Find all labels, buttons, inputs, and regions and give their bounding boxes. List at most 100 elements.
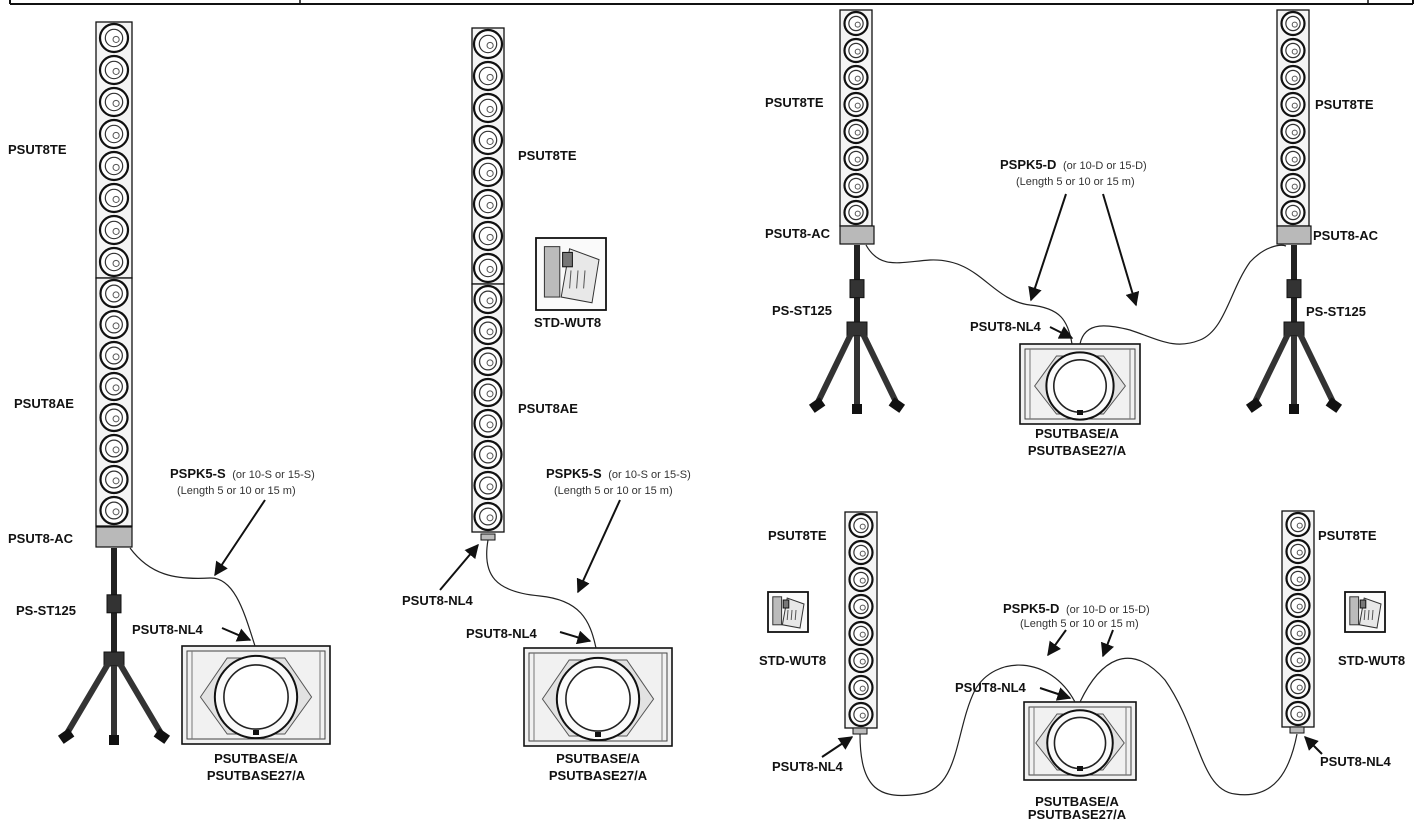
cable-alt: (or 10-D or 15-D) bbox=[1066, 604, 1150, 616]
driver-cap bbox=[1291, 210, 1298, 217]
bracket-slot bbox=[790, 609, 793, 621]
label-cable: PSPK5-D (or 10-D or 15-D) bbox=[1003, 601, 1150, 616]
stand-leg bbox=[1251, 332, 1291, 406]
adapter-block bbox=[95, 526, 133, 548]
cable-arrow-right bbox=[1102, 193, 1140, 307]
label-cable: PSPK5-S (or 10-S or 15-S) bbox=[546, 466, 691, 481]
driver-cap bbox=[486, 514, 494, 522]
speaker-cable-right bbox=[1079, 657, 1298, 796]
driver-cap bbox=[859, 712, 866, 719]
driver-cap bbox=[112, 508, 120, 516]
driver-cap bbox=[486, 390, 494, 398]
cable-alt: (or 10-S or 15-S) bbox=[608, 469, 691, 481]
cable-alt: (or 10-D or 15-D) bbox=[1063, 160, 1147, 172]
stand-clamp bbox=[106, 594, 122, 614]
right-speaker-column bbox=[1276, 9, 1310, 227]
driver-cap bbox=[112, 353, 120, 361]
driver-cap bbox=[486, 483, 494, 491]
driver-cap bbox=[112, 477, 120, 485]
connector-arrow-top bbox=[439, 543, 479, 591]
driver-cap bbox=[486, 328, 494, 336]
driver-cap bbox=[1296, 603, 1303, 610]
stand-foot bbox=[888, 397, 906, 413]
label-connector: PSUT8-NL4 bbox=[955, 680, 1027, 695]
adapter-block-left bbox=[839, 225, 875, 245]
label-connector: PSUT8-NL4 bbox=[970, 319, 1042, 334]
label-left-top-speaker: PSUT8TE bbox=[765, 95, 824, 110]
cable-arrow-left bbox=[1028, 193, 1067, 302]
label-adapter: PSUT8-AC bbox=[8, 531, 74, 546]
right-speaker-column bbox=[1281, 510, 1315, 728]
driver-cap bbox=[1291, 102, 1298, 109]
driver-cap bbox=[854, 21, 861, 28]
driver-cap bbox=[112, 99, 120, 107]
driver-cap bbox=[112, 415, 120, 423]
label-sub-1: PSUTBASE/A bbox=[1035, 426, 1119, 441]
driver-cap bbox=[859, 685, 866, 692]
driver-cap bbox=[859, 577, 866, 584]
label-cable: PSPK5-D (or 10-D or 15-D) bbox=[1000, 157, 1147, 172]
label-connector-sub: PSUT8-NL4 bbox=[466, 626, 538, 641]
subwoofer bbox=[1019, 343, 1141, 425]
cable-arrow bbox=[214, 499, 266, 577]
stand-foot bbox=[1245, 397, 1263, 413]
label-right-connector: PSUT8-NL4 bbox=[1320, 754, 1392, 769]
bracket-slot bbox=[1363, 609, 1366, 621]
speaker-column-top bbox=[95, 21, 133, 279]
stand-foot bbox=[1289, 404, 1299, 414]
label-right-adapter: PSUT8-AC bbox=[1313, 228, 1379, 243]
bracket-wallplate bbox=[543, 246, 561, 298]
driver-cap bbox=[854, 48, 861, 55]
stand-leg bbox=[63, 662, 111, 737]
driver-cap bbox=[854, 183, 861, 190]
cable-code: PSPK5-S bbox=[170, 466, 226, 481]
bracket-slot bbox=[1371, 609, 1374, 621]
label-sub-2: PSUTBASE27/A bbox=[549, 768, 648, 783]
bracket-slot bbox=[794, 609, 797, 621]
scene-3: PSUT8TE PSUT8-AC PS-ST125 PSUT8TE PSUT8-… bbox=[765, 95, 1379, 458]
label-cable-length: (Length 5 or 10 or 15 m) bbox=[554, 485, 673, 497]
driver-cap bbox=[486, 233, 494, 241]
sub-woofer-cone bbox=[1053, 716, 1107, 770]
label-connector-top: PSUT8-NL4 bbox=[402, 593, 474, 608]
bracket-slot bbox=[576, 270, 579, 289]
driver-cap bbox=[486, 265, 494, 273]
label-cable-length: (Length 5 or 10 or 15 m) bbox=[177, 485, 296, 497]
cable-code: PSPK5-D bbox=[1000, 157, 1056, 172]
adapter-block-right bbox=[1276, 225, 1312, 245]
sub-logo bbox=[253, 730, 259, 735]
speaker-column-middle bbox=[95, 277, 133, 527]
speaker-column-middle bbox=[471, 283, 505, 533]
speaker-cable bbox=[486, 539, 597, 649]
speaker-cable-left bbox=[859, 664, 1076, 797]
driver-cap bbox=[486, 169, 494, 177]
connector-arrow-left bbox=[821, 736, 854, 758]
right-wall-bracket bbox=[1344, 591, 1386, 633]
wall-bracket bbox=[535, 237, 607, 311]
label-bracket: STD-WUT8 bbox=[534, 315, 601, 330]
connector-arrow-right bbox=[1304, 736, 1323, 755]
label-middle-speaker: PSUT8AE bbox=[518, 401, 578, 416]
label-right-top-speaker: PSUT8TE bbox=[1315, 97, 1374, 112]
stand-leg bbox=[1297, 332, 1337, 406]
driver-cap bbox=[1296, 630, 1303, 637]
speaker-connector-nub-right bbox=[1289, 726, 1305, 734]
cable-alt: (or 10-S or 15-S) bbox=[232, 469, 315, 481]
driver-cap bbox=[1291, 129, 1298, 136]
label-left-adapter: PSUT8-AC bbox=[765, 226, 831, 241]
label-left-connector: PSUT8-NL4 bbox=[772, 759, 844, 774]
driver-cap bbox=[112, 446, 120, 454]
driver-cap bbox=[854, 156, 861, 163]
label-sub-2: PSUTBASE27/A bbox=[1028, 807, 1127, 821]
sub-logo bbox=[1077, 410, 1083, 415]
driver-cap bbox=[859, 523, 866, 530]
label-right-top-speaker: PSUT8TE bbox=[1318, 528, 1377, 543]
cable-arrow bbox=[576, 499, 621, 594]
driver-cap bbox=[1291, 156, 1298, 163]
left-speaker-column bbox=[844, 511, 878, 729]
stand-foot bbox=[1325, 397, 1343, 413]
top-frame bbox=[9, 0, 1414, 5]
bracket-clamp bbox=[562, 251, 573, 268]
driver-cap bbox=[1296, 684, 1303, 691]
